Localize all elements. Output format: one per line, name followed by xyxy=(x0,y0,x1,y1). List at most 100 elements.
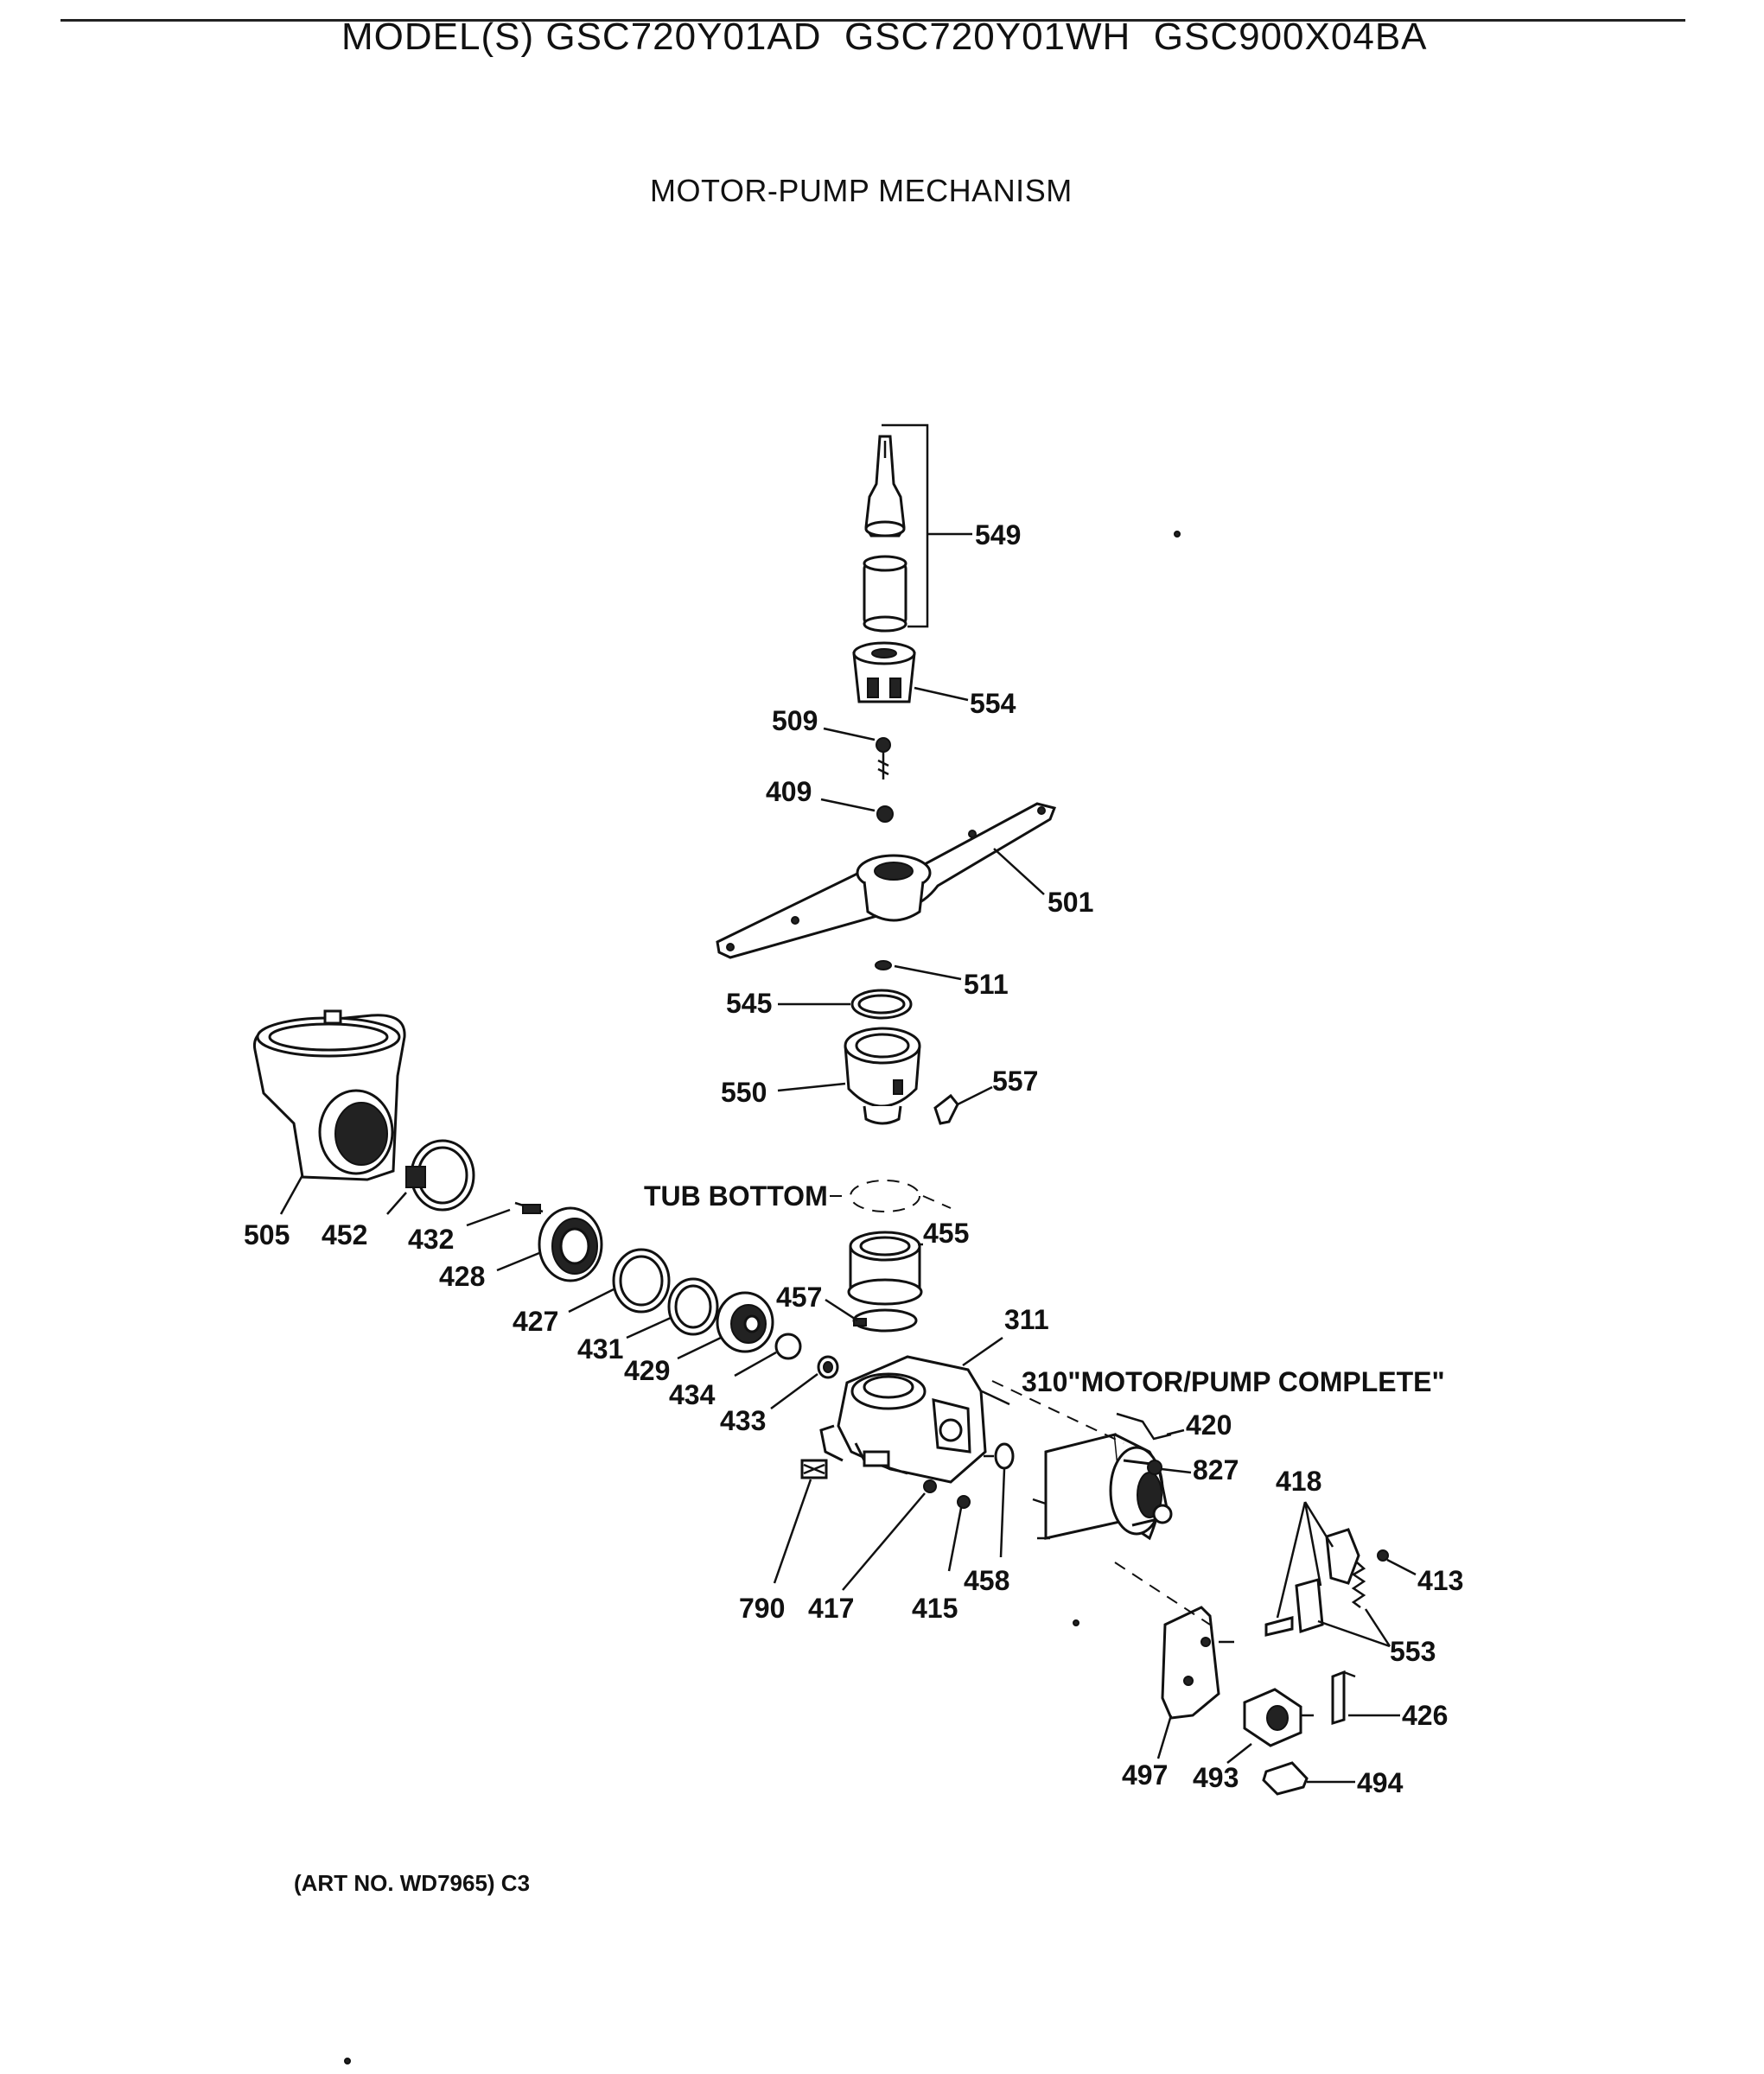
callout-431: 431 xyxy=(577,1333,623,1365)
part-557-clip xyxy=(933,1093,959,1125)
callout-428: 428 xyxy=(439,1261,485,1292)
leader-432 xyxy=(466,1208,511,1227)
leader-497 xyxy=(1156,1715,1173,1759)
leader-554 xyxy=(914,686,969,702)
part-511-washer xyxy=(875,960,892,970)
leader-511 xyxy=(894,964,962,981)
callout-417: 417 xyxy=(808,1593,854,1624)
diagram-title: MOTOR-PUMP MECHANISM xyxy=(650,173,1073,208)
part-426-rod xyxy=(1331,1670,1346,1726)
callout-311: 311 xyxy=(1004,1304,1049,1335)
callout-550: 550 xyxy=(721,1077,767,1108)
axis-line-motor xyxy=(991,1380,1124,1444)
part-417-nut xyxy=(923,1479,937,1493)
callout-553: 553 xyxy=(1390,1636,1436,1667)
part-310-motor xyxy=(1032,1433,1173,1541)
callout-452: 452 xyxy=(322,1219,367,1250)
callout-509: 509 xyxy=(772,705,818,736)
leader-431 xyxy=(626,1316,672,1339)
callout-455: 455 xyxy=(923,1218,969,1249)
callout-310: 310"MOTOR/PUMP COMPLETE" xyxy=(1022,1366,1445,1397)
part-509-screw xyxy=(876,737,891,779)
part-554-cap xyxy=(852,641,916,703)
leader-493 xyxy=(1226,1743,1252,1764)
leader-557 xyxy=(957,1085,993,1106)
part-550-housing xyxy=(844,1027,921,1125)
callout-497: 497 xyxy=(1122,1759,1168,1791)
leader-427 xyxy=(568,1288,615,1314)
part-553-spring xyxy=(1351,1562,1366,1608)
leader-553 xyxy=(1317,1608,1391,1648)
part-493-solenoid xyxy=(1243,1688,1314,1747)
callout-413: 413 xyxy=(1417,1565,1463,1596)
top-rule xyxy=(60,19,1685,22)
callout-505: 505 xyxy=(244,1219,290,1250)
part-428-impeller xyxy=(538,1206,603,1282)
callout-501: 501 xyxy=(1048,887,1093,918)
part-420-wire xyxy=(1116,1412,1172,1441)
callout-545: 545 xyxy=(726,988,772,1019)
scan-dot xyxy=(344,2058,351,2064)
tub-bottom-opening xyxy=(850,1180,920,1212)
scan-dot xyxy=(1174,531,1181,538)
callout-493: 493 xyxy=(1193,1762,1239,1793)
leader-509 xyxy=(823,727,876,741)
leader-429 xyxy=(677,1336,722,1360)
callout-418: 418 xyxy=(1276,1466,1321,1497)
leader-458 xyxy=(999,1468,1006,1558)
part-434-nut xyxy=(774,1333,802,1360)
leader-452 xyxy=(386,1192,407,1215)
part-409-nut xyxy=(876,805,894,823)
part-415-nut xyxy=(957,1495,971,1509)
leader-415 xyxy=(947,1507,963,1572)
callout-434: 434 xyxy=(669,1379,716,1410)
leader-418 xyxy=(1276,1501,1334,1619)
leader-433 xyxy=(770,1372,818,1410)
part-458-grommet xyxy=(994,1442,1015,1470)
leader-311 xyxy=(962,1336,1003,1367)
leader-413 xyxy=(1386,1558,1417,1576)
callout-429: 429 xyxy=(624,1355,670,1386)
leader-505 xyxy=(279,1174,304,1215)
leader-827 xyxy=(1161,1467,1192,1474)
callout-433: 433 xyxy=(720,1405,766,1436)
axis-line-bracket xyxy=(1114,1562,1211,1625)
callout-790: 790 xyxy=(739,1593,785,1624)
callout-511: 511 xyxy=(964,969,1009,1000)
leader-790 xyxy=(773,1479,812,1584)
callout-409: 409 xyxy=(766,776,812,807)
part-790-fitting xyxy=(800,1459,828,1479)
part-494-block xyxy=(1262,1761,1309,1796)
scan-dot xyxy=(1073,1619,1079,1626)
callout-458: 458 xyxy=(964,1565,1009,1596)
callout-415: 415 xyxy=(912,1593,958,1624)
leader-409 xyxy=(820,798,876,812)
model-line: MODEL(S) GSC720Y01AD GSC720Y01WH GSC900X… xyxy=(341,16,1428,58)
leader-428 xyxy=(496,1251,540,1272)
callout-557: 557 xyxy=(992,1066,1038,1097)
part-429-impeller-housing xyxy=(716,1291,774,1353)
bracket-549 xyxy=(882,423,929,628)
part-505-inlet xyxy=(252,1009,406,1181)
callout-420: 420 xyxy=(1186,1409,1232,1441)
callout-432: 432 xyxy=(408,1224,454,1255)
callout-427: 427 xyxy=(513,1306,558,1337)
leader-457 xyxy=(825,1298,858,1322)
part-549-shaft xyxy=(863,435,907,633)
leader-501 xyxy=(993,848,1045,895)
leader-550 xyxy=(777,1082,846,1092)
callout-457: 457 xyxy=(776,1282,822,1313)
part-311-pump-housing xyxy=(819,1355,1010,1484)
callout-494: 494 xyxy=(1357,1767,1404,1798)
part-497-bracket xyxy=(1161,1606,1234,1720)
part-501-spray-arm xyxy=(716,802,1057,959)
callout-554: 554 xyxy=(970,688,1016,719)
art-number: (ART NO. WD7965) C3 xyxy=(294,1870,531,1896)
callout-426: 426 xyxy=(1402,1700,1448,1731)
leader-417 xyxy=(842,1492,926,1591)
leader-434 xyxy=(734,1351,777,1377)
leader-420 xyxy=(1166,1428,1185,1436)
callout-549: 549 xyxy=(975,519,1021,550)
